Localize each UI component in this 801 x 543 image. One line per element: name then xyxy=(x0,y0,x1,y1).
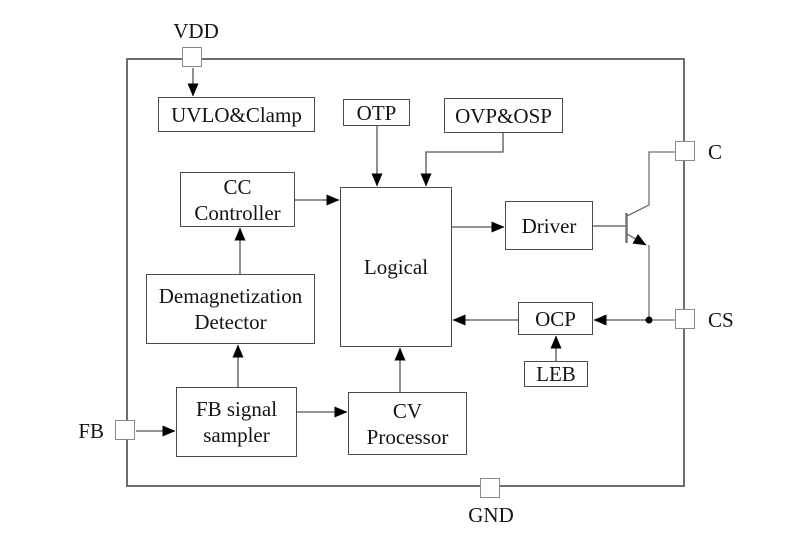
block-otp-label: OTP xyxy=(356,100,397,125)
block-fb-signal-sampler: FB signal sampler xyxy=(176,387,297,457)
junction-dot xyxy=(645,316,653,324)
pin-vdd-label: VDD xyxy=(173,19,219,43)
block-otp: OTP xyxy=(343,99,410,126)
wire-cpin-to-collector xyxy=(626,151,676,217)
block-logical: Logical xyxy=(340,187,452,347)
block-demagnetization-detector-label-line1: Demagnetization xyxy=(158,284,303,308)
pin-c-label: C xyxy=(708,140,723,164)
block-leb: LEB xyxy=(524,361,588,387)
arrow-ovp-to-logical xyxy=(420,133,504,187)
block-cv-processor-label-line2: Processor xyxy=(366,424,449,449)
block-ocp: OCP xyxy=(518,302,593,335)
npn-transistor xyxy=(625,213,647,246)
pin-gnd xyxy=(480,478,500,498)
block-fb-signal-sampler-label-line1: FB signal xyxy=(195,397,278,421)
block-cv-processor-label-line1: CV xyxy=(392,398,423,423)
block-cv-processor: CV Processor xyxy=(348,392,467,455)
pin-cs xyxy=(675,309,695,329)
block-logical-label: Logical xyxy=(363,255,429,279)
block-leb-label: LEB xyxy=(536,362,576,386)
block-demagnetization-detector-label-line2: Detector xyxy=(194,310,267,334)
block-ocp-label: OCP xyxy=(535,306,576,331)
block-ovp-osp: OVP&OSP xyxy=(444,98,563,133)
block-driver: Driver xyxy=(505,201,593,250)
pin-cs-label: CS xyxy=(708,308,734,332)
pin-fb xyxy=(115,420,135,440)
transistor-emitter-arrow xyxy=(626,233,647,246)
block-demagnetization-detector: Demagnetization Detector xyxy=(146,274,315,344)
block-ovp-osp-label: OVP&OSP xyxy=(455,103,552,128)
pin-gnd-label: GND xyxy=(468,503,514,527)
pin-vdd xyxy=(182,47,202,67)
block-uvlo-clamp-label: UVLO&Clamp xyxy=(171,102,302,127)
block-fb-signal-sampler-label-line2: sampler xyxy=(203,423,270,447)
chip-boundary xyxy=(126,58,685,487)
block-cc-controller: CC Controller xyxy=(180,172,295,227)
block-cc-controller-label-line1: CC xyxy=(223,174,252,199)
block-cc-controller-label-line2: Controller xyxy=(194,200,281,225)
pin-fb-label: FB xyxy=(78,419,104,443)
pin-c xyxy=(675,141,695,161)
block-driver-label: Driver xyxy=(521,213,577,238)
block-uvlo-clamp: UVLO&Clamp xyxy=(158,97,315,132)
wire-emitter-to-cspin xyxy=(648,245,676,321)
